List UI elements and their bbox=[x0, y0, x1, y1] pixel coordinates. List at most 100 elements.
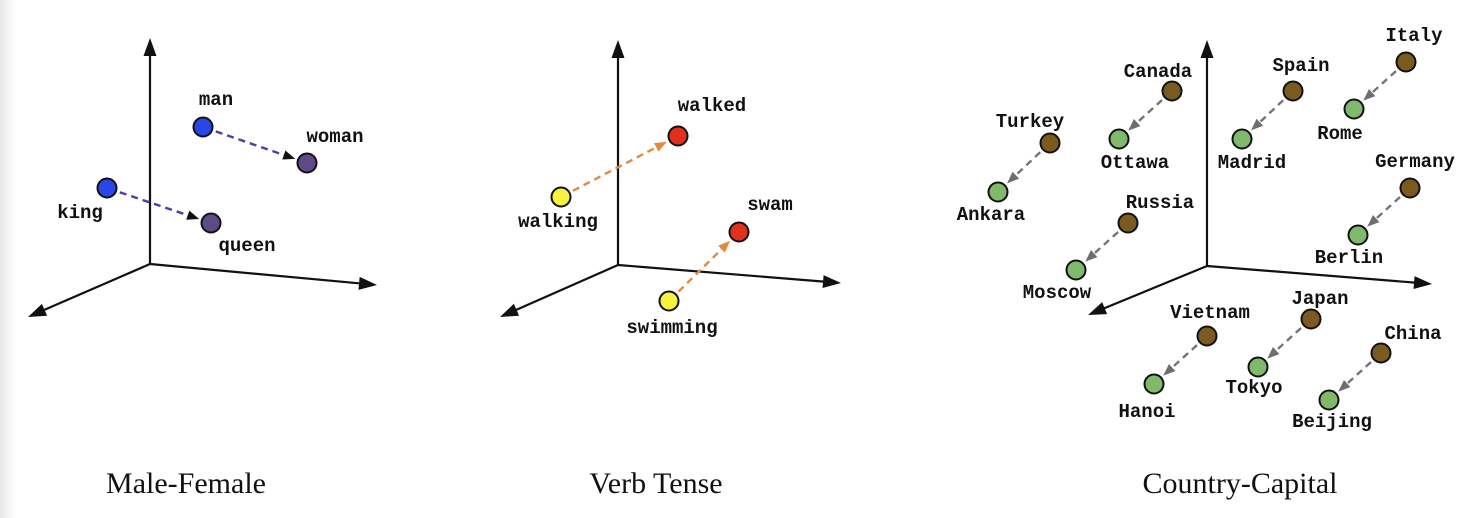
point-label-canada: Canada bbox=[1124, 61, 1192, 83]
point-label-vietnam: Vietnam bbox=[1170, 302, 1250, 324]
point-label-walked: walked bbox=[678, 95, 746, 117]
target-point-madrid bbox=[1231, 128, 1253, 150]
source-point-vietnam bbox=[1196, 325, 1218, 347]
point-label-turkey: Turkey bbox=[996, 111, 1065, 133]
relation-arrow-man-to-woman bbox=[215, 130, 288, 158]
relation-arrowhead bbox=[1085, 250, 1098, 262]
point-label-germany: Germany bbox=[1375, 151, 1455, 173]
relation-arrow-walking-to-walked bbox=[572, 144, 660, 192]
target-point-berlin bbox=[1347, 224, 1369, 246]
relation-arrowhead bbox=[1367, 215, 1380, 227]
point-label-madrid: Madrid bbox=[1218, 152, 1286, 174]
relation-arrow-canada-to-ottawa bbox=[1134, 99, 1163, 126]
relation-arrow-italy-to-rome bbox=[1369, 70, 1397, 96]
relation-arrow-russia-to-moscow bbox=[1091, 231, 1119, 257]
relation-arrowhead bbox=[1128, 118, 1141, 131]
point-label-china: China bbox=[1384, 323, 1441, 345]
source-point-man bbox=[192, 116, 214, 138]
axis-depth-arrowhead bbox=[1088, 302, 1108, 315]
relation-arrow-germany-to-berlin bbox=[1373, 196, 1401, 222]
panel-male-female: man woman king queen bbox=[28, 38, 377, 317]
relation-arrow-vietnam-to-hanoi bbox=[1169, 344, 1198, 371]
axis-up-arrowhead bbox=[1200, 40, 1214, 58]
target-point-moscow bbox=[1065, 259, 1087, 281]
axis-right-arrowhead bbox=[822, 275, 841, 289]
relation-arrow-king-to-queen bbox=[119, 191, 192, 218]
source-point-germany bbox=[1399, 177, 1421, 199]
axis-right bbox=[149, 262, 364, 285]
relation-arrowhead bbox=[186, 210, 200, 220]
relation-arrowhead bbox=[718, 240, 731, 253]
relation-arrow-swimming-to-swam bbox=[677, 246, 725, 293]
target-point-ottawa bbox=[1108, 128, 1130, 150]
source-point-china bbox=[1370, 342, 1392, 364]
target-point-walked bbox=[667, 125, 689, 147]
axis-depth-arrowhead bbox=[28, 303, 48, 317]
target-point-tokyo bbox=[1247, 356, 1269, 378]
source-point-japan bbox=[1300, 308, 1322, 330]
relation-arrowhead bbox=[1251, 118, 1264, 131]
target-point-beijing bbox=[1318, 389, 1340, 411]
axis-depth bbox=[1100, 264, 1208, 311]
point-label-hanoi: Hanoi bbox=[1118, 401, 1175, 423]
axis-up-arrowhead bbox=[611, 40, 625, 58]
target-point-queen bbox=[200, 212, 222, 234]
panel-verb-tense: walking walked swimming swam bbox=[500, 40, 841, 339]
target-point-rome bbox=[1343, 98, 1365, 120]
target-point-woman bbox=[296, 152, 318, 174]
relation-arrowhead bbox=[654, 141, 667, 152]
relation-arrow-turkey-to-ankara bbox=[1012, 151, 1041, 179]
point-label-ankara: Ankara bbox=[957, 204, 1025, 226]
source-point-turkey bbox=[1039, 132, 1061, 154]
point-label-king: king bbox=[57, 202, 103, 224]
source-point-canada bbox=[1161, 80, 1183, 102]
point-label-moscow: Moscow bbox=[1023, 282, 1092, 304]
point-label-man: man bbox=[199, 89, 233, 111]
source-point-spain bbox=[1282, 80, 1304, 102]
relation-arrowhead bbox=[1007, 171, 1020, 184]
relation-arrowhead bbox=[1163, 363, 1176, 376]
axis-right-arrowhead bbox=[358, 276, 377, 290]
axis-depth bbox=[512, 263, 619, 313]
relation-arrowhead bbox=[1338, 380, 1351, 392]
point-label-italy: Italy bbox=[1385, 25, 1443, 47]
source-point-italy bbox=[1395, 51, 1417, 73]
axis-up-arrowhead bbox=[143, 38, 157, 56]
source-point-walking bbox=[550, 186, 572, 208]
relation-arrowhead bbox=[282, 150, 296, 160]
point-label-berlin: Berlin bbox=[1315, 247, 1383, 269]
axis-right bbox=[617, 263, 828, 283]
target-point-ankara bbox=[987, 181, 1009, 203]
source-point-king bbox=[96, 177, 118, 199]
relation-arrowhead bbox=[1267, 346, 1280, 359]
relation-arrow-china-to-beijing bbox=[1344, 361, 1372, 387]
relation-arrow-spain-to-madrid bbox=[1256, 99, 1284, 126]
axis-depth-arrowhead bbox=[500, 303, 520, 317]
axis-depth bbox=[40, 262, 151, 313]
point-label-russia: Russia bbox=[1126, 192, 1194, 214]
relation-arrow-japan-to-tokyo bbox=[1273, 327, 1302, 354]
source-point-russia bbox=[1117, 212, 1139, 234]
point-label-ottawa: Ottawa bbox=[1101, 152, 1169, 174]
panel-title-male-female: Male-Female bbox=[106, 467, 266, 500]
point-label-japan: Japan bbox=[1291, 288, 1348, 310]
target-point-hanoi bbox=[1143, 373, 1165, 395]
axis-right-arrowhead bbox=[1413, 276, 1432, 290]
point-label-walking: walking bbox=[518, 211, 598, 233]
source-point-swimming bbox=[658, 290, 680, 312]
point-label-woman: woman bbox=[306, 126, 363, 148]
point-label-beijing: Beijing bbox=[1292, 411, 1372, 433]
axis-right bbox=[1206, 264, 1419, 284]
target-point-swam bbox=[728, 221, 750, 243]
point-label-swimming: swimming bbox=[626, 317, 717, 339]
point-label-queen: queen bbox=[218, 235, 275, 257]
point-label-swam: swam bbox=[747, 194, 793, 216]
point-label-rome: Rome bbox=[1317, 123, 1363, 145]
panel-title-country-capital: Country-Capital bbox=[1142, 467, 1338, 500]
panel-title-verb-tense: Verb Tense bbox=[589, 467, 723, 500]
relation-arrowhead bbox=[1363, 89, 1376, 101]
point-label-spain: Spain bbox=[1272, 55, 1329, 77]
